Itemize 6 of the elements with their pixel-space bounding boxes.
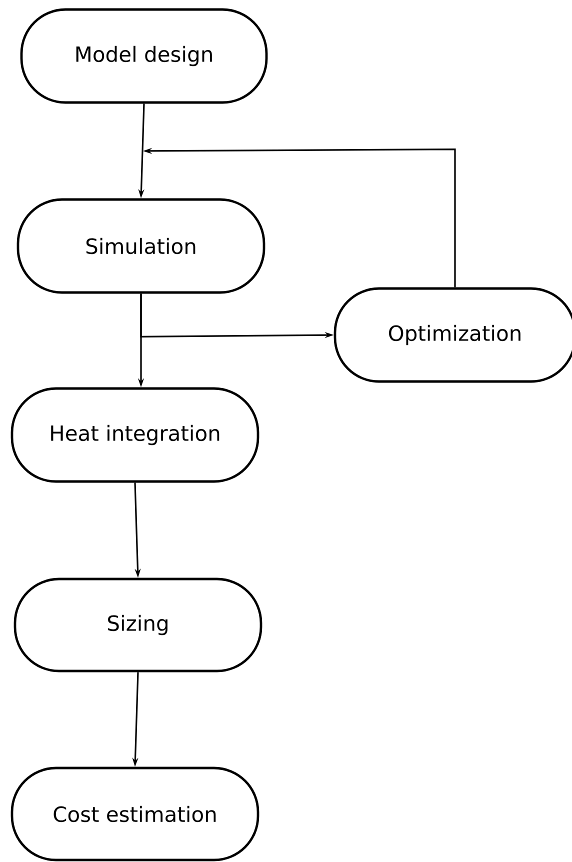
process-box: Heat integration [10, 387, 260, 483]
process-box: Sizing [14, 578, 262, 672]
process-box: Simulation [16, 198, 266, 294]
process-box: Cost estimation [10, 766, 260, 862]
process-box: Optimization [334, 287, 572, 383]
process-box: Model design [20, 8, 268, 104]
